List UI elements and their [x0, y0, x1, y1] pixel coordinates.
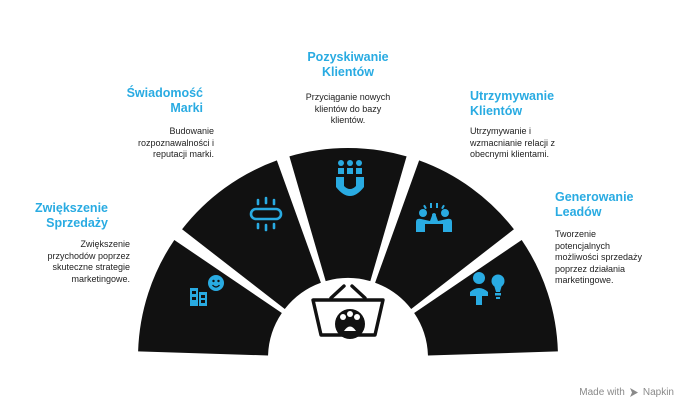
segment-1 — [138, 239, 282, 356]
label-swiadomosc-marki: Świadomość Marki — [126, 86, 203, 115]
magnet-people-icon — [336, 160, 364, 196]
person-bulb-icon — [470, 272, 505, 305]
napkin-brand: Napkin — [642, 387, 674, 398]
desc-generowanie-leadow: Tworzenie potencjalnych możliwości sprze… — [555, 229, 643, 285]
segment-2 — [182, 160, 321, 309]
desc-zwiekszenie-sprzedazy: Zwiększenie przychodów poprzez skuteczne… — [47, 239, 130, 284]
segment-5 — [414, 239, 558, 356]
label-utrzymywanie-klientow: Utrzymywanie Klientów — [470, 89, 555, 118]
building-smiley-icon — [190, 275, 224, 306]
basket-paw-icon — [311, 284, 385, 337]
segment-4 — [375, 160, 514, 309]
label-pozyskiwanie-klientow: Pozyskiwanie Klientów — [307, 50, 389, 79]
label-generowanie-leadow: Generowanie Leadów — [555, 190, 634, 219]
label-zwiekszenie-sprzedazy: Zwiększenie Sprzedaży — [35, 201, 108, 230]
made-with-napkin: Made with Napkin — [579, 387, 674, 398]
napkin-logo-icon — [629, 388, 638, 397]
desc-utrzymywanie-klientow: Utrzymywanie i wzmacnianie relacji z obe… — [470, 126, 556, 159]
segment-3 — [289, 148, 407, 282]
desc-pozyskiwanie-klientow: Przyciąganie nowych klientów do bazy kli… — [305, 92, 391, 125]
high-five-icon — [416, 203, 452, 232]
lightbar-icon — [249, 196, 283, 232]
desc-swiadomosc-marki: Budowanie rozpoznawalności i reputacji m… — [137, 126, 214, 159]
made-with-label: Made with — [579, 387, 625, 398]
paw-pads — [340, 311, 360, 331]
